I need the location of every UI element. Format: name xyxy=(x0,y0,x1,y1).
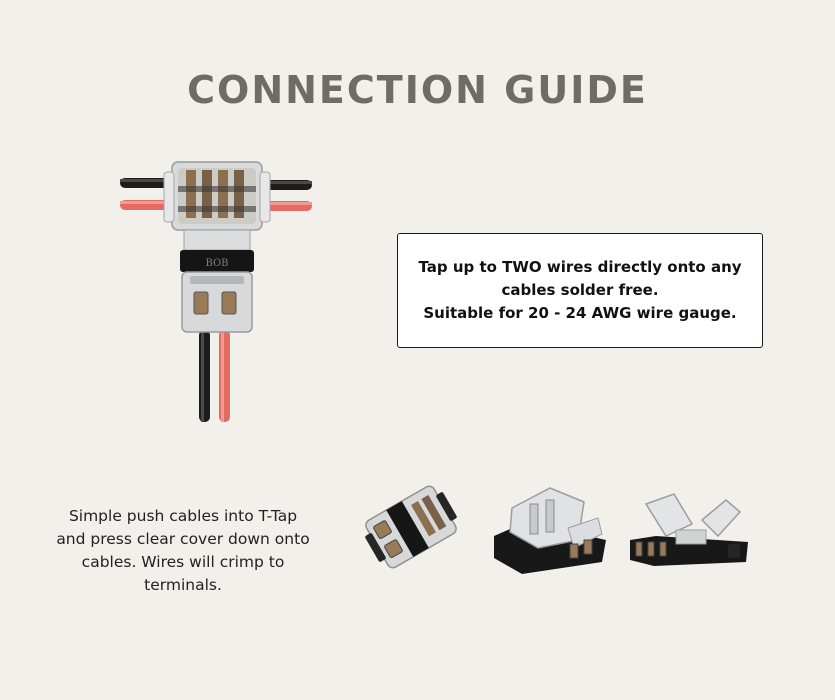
connector-brand-label: BOB xyxy=(205,258,228,269)
info-line-1: Tap up to TWO wires directly onto any xyxy=(418,258,742,276)
connector-closed-image xyxy=(365,485,457,569)
instructions-text: Simple push cables into T-Tap and press … xyxy=(56,507,310,594)
info-line-3: Suitable for 20 - 24 AWG wire gauge. xyxy=(423,304,737,322)
info-line-2: cables solder free. xyxy=(501,281,659,299)
connector-half-open-image xyxy=(494,487,606,574)
t-tap-connector-image: BOB xyxy=(120,161,312,422)
info-box: Tap up to TWO wires directly onto any ca… xyxy=(397,233,763,348)
page-title: Connection Guide xyxy=(187,68,648,112)
connector-open-image xyxy=(630,493,748,566)
